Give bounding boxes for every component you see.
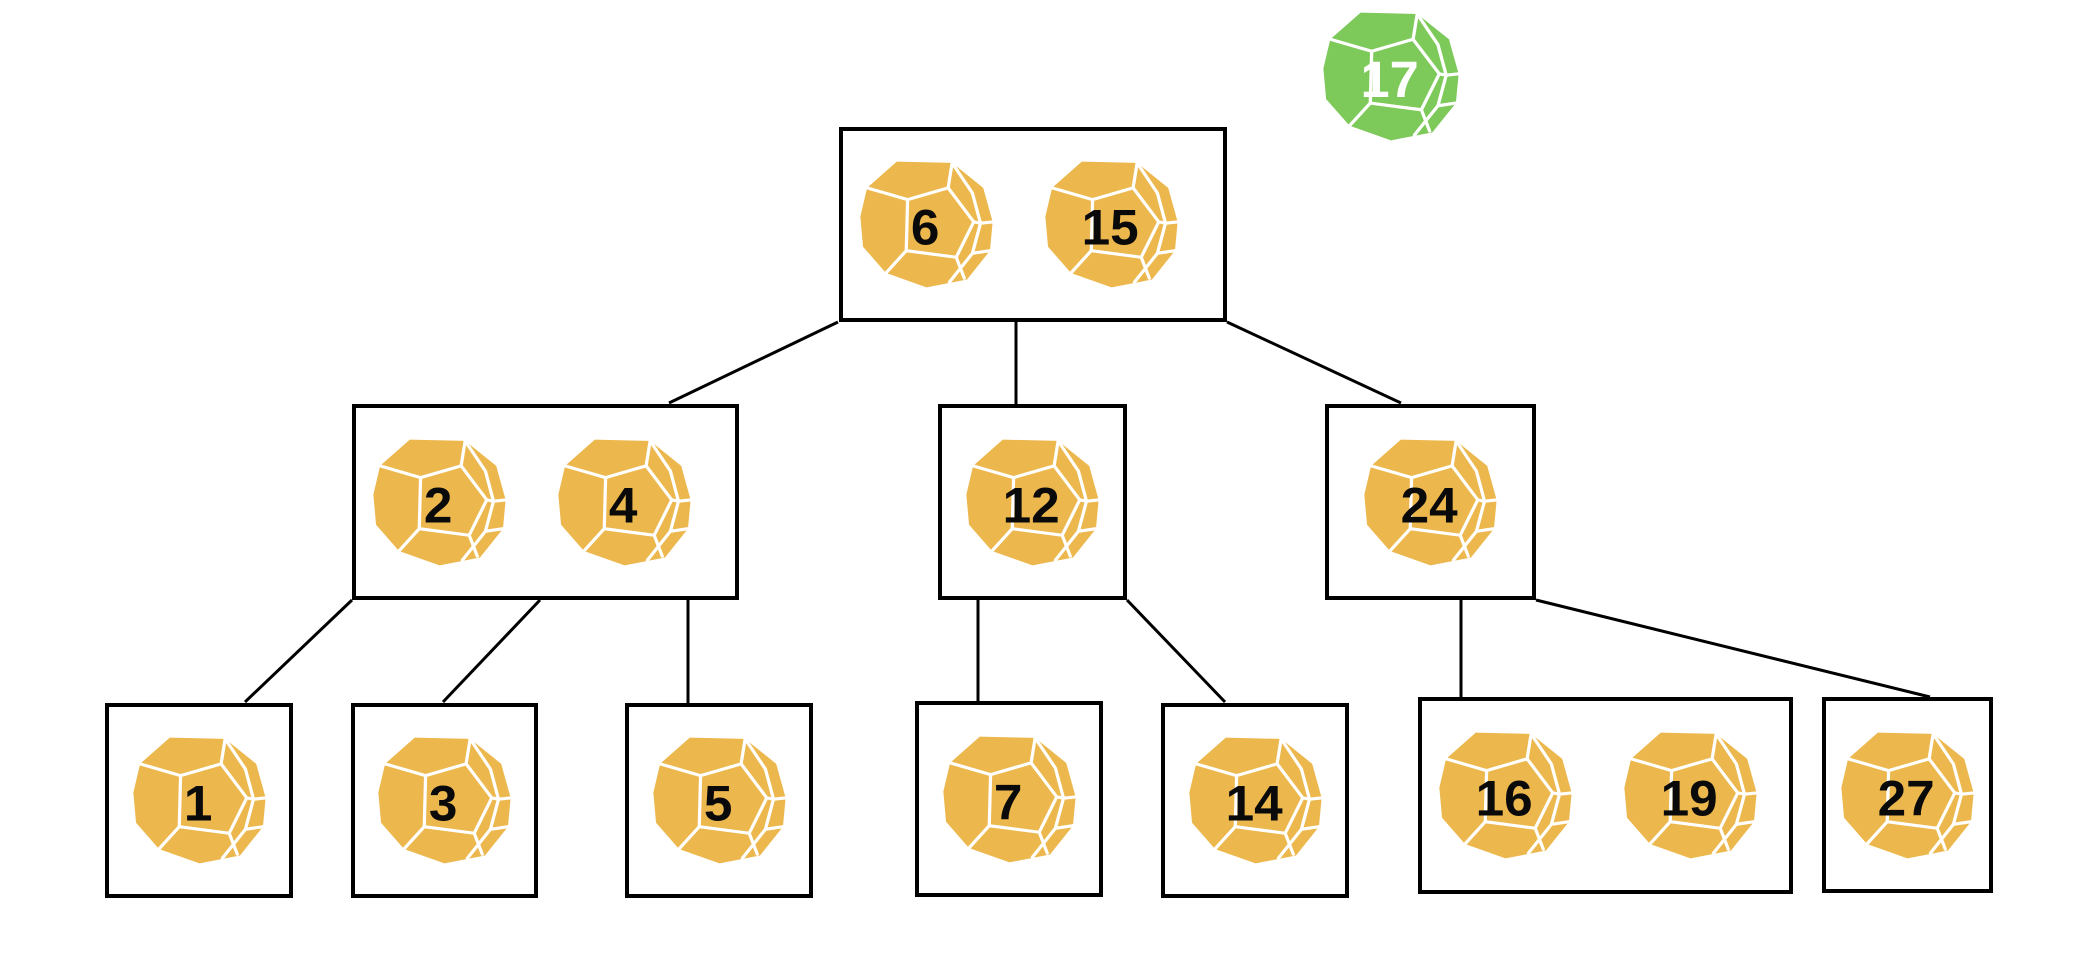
key-14: 14 <box>1188 737 1323 864</box>
dodecahedron-silhouette <box>942 736 1076 862</box>
insert-key-shape[interactable]: 17 <box>1322 10 1460 143</box>
dodecahedron-silhouette <box>1323 12 1459 141</box>
dodecahedron-silhouette <box>1624 732 1757 859</box>
dodecahedron-facet-lines <box>1193 737 1323 860</box>
insert-key[interactable]: 17 <box>1322 10 1460 143</box>
dodecahedron-silhouette <box>966 439 1099 565</box>
dodecahedron-facet-lines <box>865 161 994 284</box>
edge-24-to-27 <box>1535 598 1931 699</box>
dodecahedron-facet-lines <box>947 735 1077 859</box>
dodecahedron-silhouette <box>378 737 511 864</box>
key-1: 1 <box>132 737 267 864</box>
dodecahedron-silhouette <box>860 161 993 288</box>
key-value: 14 <box>1225 775 1282 831</box>
dodecahedron-facet-lines <box>971 438 1100 562</box>
tree-node-node-7: 7 <box>915 701 1103 897</box>
edge-root-to-2-4 <box>668 320 839 405</box>
tree-node-node-1: 1 <box>105 703 293 898</box>
tree-node-node-27: 27 <box>1822 697 1993 893</box>
dodecahedron-facet-lines <box>1328 12 1460 137</box>
dodecahedron-facet-lines <box>1444 732 1573 855</box>
key-19: 19 <box>1624 732 1758 859</box>
dodecahedron-silhouette <box>1045 161 1178 288</box>
key-3: 3 <box>378 737 512 864</box>
dodecahedron-facet-lines <box>1846 731 1975 855</box>
tree-node-node-5: 5 <box>625 703 813 898</box>
tree-node-node-12: 12 <box>938 404 1127 600</box>
key-27: 27 <box>1841 731 1975 858</box>
key-value: 24 <box>1401 477 1458 533</box>
dodecahedron-silhouette <box>558 439 691 565</box>
key-value: 15 <box>1082 199 1139 255</box>
key-24: 24 <box>1364 438 1498 565</box>
edge-2-4-to-1 <box>243 598 354 704</box>
key-value: 6 <box>911 199 940 255</box>
dodecahedron-facet-lines <box>1050 161 1179 284</box>
tree-node-node-3: 3 <box>351 703 538 898</box>
dodecahedron-facet-lines <box>137 737 267 860</box>
key-7: 7 <box>942 735 1077 862</box>
key-value: 3 <box>429 775 458 831</box>
key-value: 19 <box>1661 770 1718 826</box>
dodecahedron-facet-lines <box>657 737 787 860</box>
key-5: 5 <box>652 737 787 864</box>
edge-root-to-24 <box>1226 320 1402 405</box>
key-value: 17 <box>1360 51 1418 108</box>
key-value: 7 <box>993 774 1022 830</box>
key-4: 4 <box>558 438 692 565</box>
key-value: 4 <box>609 477 638 533</box>
key-value: 2 <box>424 477 453 533</box>
dodecahedron-facet-lines <box>1629 732 1758 855</box>
dodecahedron-facet-lines <box>563 438 692 562</box>
key-value: 27 <box>1878 770 1935 826</box>
dodecahedron-silhouette <box>132 737 266 864</box>
key-2: 2 <box>373 438 507 565</box>
dodecahedron-facet-lines <box>378 438 507 562</box>
dodecahedron-silhouette <box>1841 732 1974 858</box>
key-15: 15 <box>1045 161 1179 288</box>
key-value: 12 <box>1003 477 1060 533</box>
key-value: 16 <box>1476 770 1533 826</box>
key-16: 16 <box>1439 732 1573 859</box>
edge-12-to-14 <box>1125 598 1227 704</box>
dodecahedron-silhouette <box>1188 737 1322 864</box>
dodecahedron-facet-lines <box>383 737 512 860</box>
edge-2-4-to-3 <box>441 598 542 704</box>
key-value: 5 <box>703 775 732 831</box>
dodecahedron-silhouette <box>1364 439 1497 565</box>
dodecahedron-silhouette <box>1439 732 1572 859</box>
key-value: 1 <box>183 775 212 831</box>
tree-node-root-6-15: 6 15 <box>839 127 1227 322</box>
tree-node-node-14: 14 <box>1161 703 1349 898</box>
key-6: 6 <box>860 161 994 288</box>
dodecahedron-silhouette <box>373 439 506 565</box>
dodecahedron-silhouette <box>652 737 786 864</box>
dodecahedron-facet-lines <box>1369 438 1498 562</box>
tree-node-node-24: 24 <box>1325 404 1536 600</box>
key-12: 12 <box>966 438 1100 565</box>
